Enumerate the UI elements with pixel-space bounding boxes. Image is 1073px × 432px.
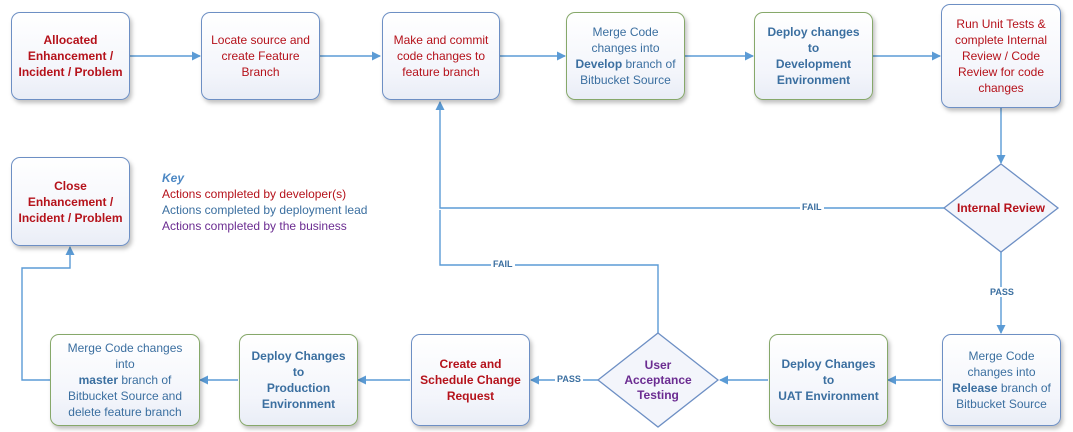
review-fail-label: FAIL: [800, 202, 824, 212]
legend-key: Key Actions completed by developer(s) Ac…: [162, 170, 367, 234]
key-business: Actions completed by the business: [162, 219, 347, 233]
merge-release-box: Merge Code changes into Release branch o…: [942, 334, 1061, 426]
merge-develop-box: Merge Code changes into Develop branch o…: [566, 12, 685, 100]
master-branch-name: master: [78, 373, 118, 387]
develop-branch-name: Develop: [575, 57, 623, 71]
edge-merge-master-to-close: [21, 246, 75, 381]
uat-pass-label: PASS: [555, 374, 583, 384]
key-deployment-lead: Actions completed by deployment lead: [162, 203, 368, 217]
release-branch-name: Release: [952, 381, 998, 395]
uat-fail-label: FAIL: [491, 259, 515, 269]
internal-review-label: Internal Review: [956, 200, 1046, 215]
review-pass-label: PASS: [988, 287, 1016, 297]
key-title: Key: [162, 171, 185, 185]
edge-review-fail: [435, 101, 945, 209]
edge-uat-fail: [439, 210, 659, 333]
key-developer: Actions completed by developer(s): [162, 187, 347, 201]
uat-diamond: [596, 332, 720, 428]
internal-review-diamond: [942, 163, 1060, 253]
merge-master-box: Merge Code changes into master branch of…: [50, 334, 200, 426]
